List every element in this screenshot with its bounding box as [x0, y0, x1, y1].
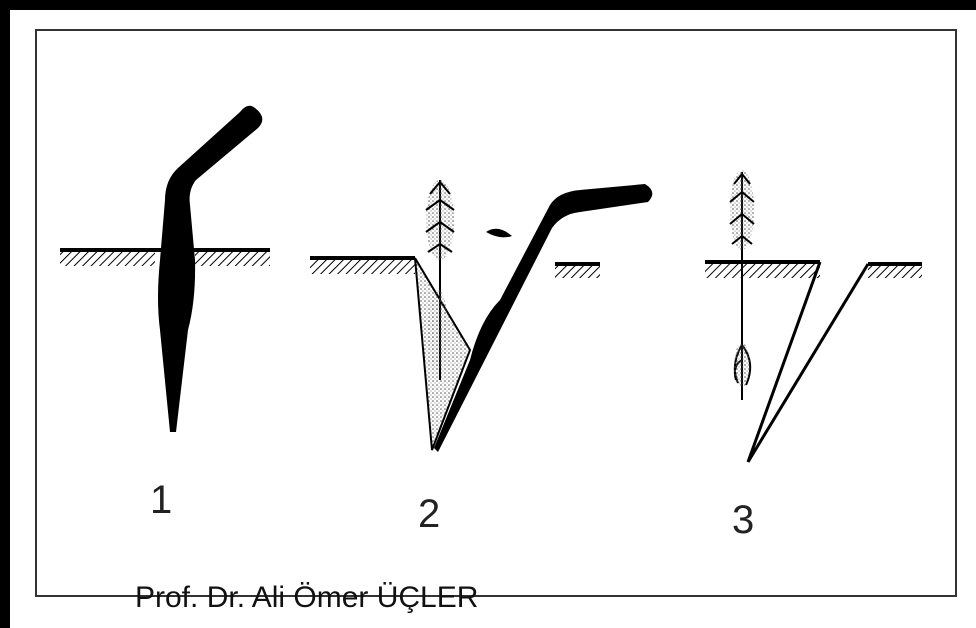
panel-2-seedling-placed	[310, 180, 652, 452]
outer-border-top	[0, 0, 976, 10]
planting-bar-1	[158, 106, 262, 432]
ground-line-2	[310, 258, 600, 278]
planting-bar-2	[434, 184, 652, 452]
step-label-1: 1	[150, 480, 172, 520]
seedling-3	[730, 170, 754, 400]
author-credit: Prof. Dr. Ali Ömer ÜÇLER	[135, 583, 478, 613]
outer-border-left	[0, 0, 10, 628]
step-label-3: 3	[732, 500, 754, 540]
panel-1-bar-inserted	[60, 106, 270, 432]
soil-chip-2	[486, 229, 512, 238]
step-label-2: 2	[418, 494, 440, 534]
ground-line-3	[705, 262, 922, 278]
closed-slit-3	[748, 262, 868, 462]
panel-3-slit-closed	[705, 170, 922, 462]
